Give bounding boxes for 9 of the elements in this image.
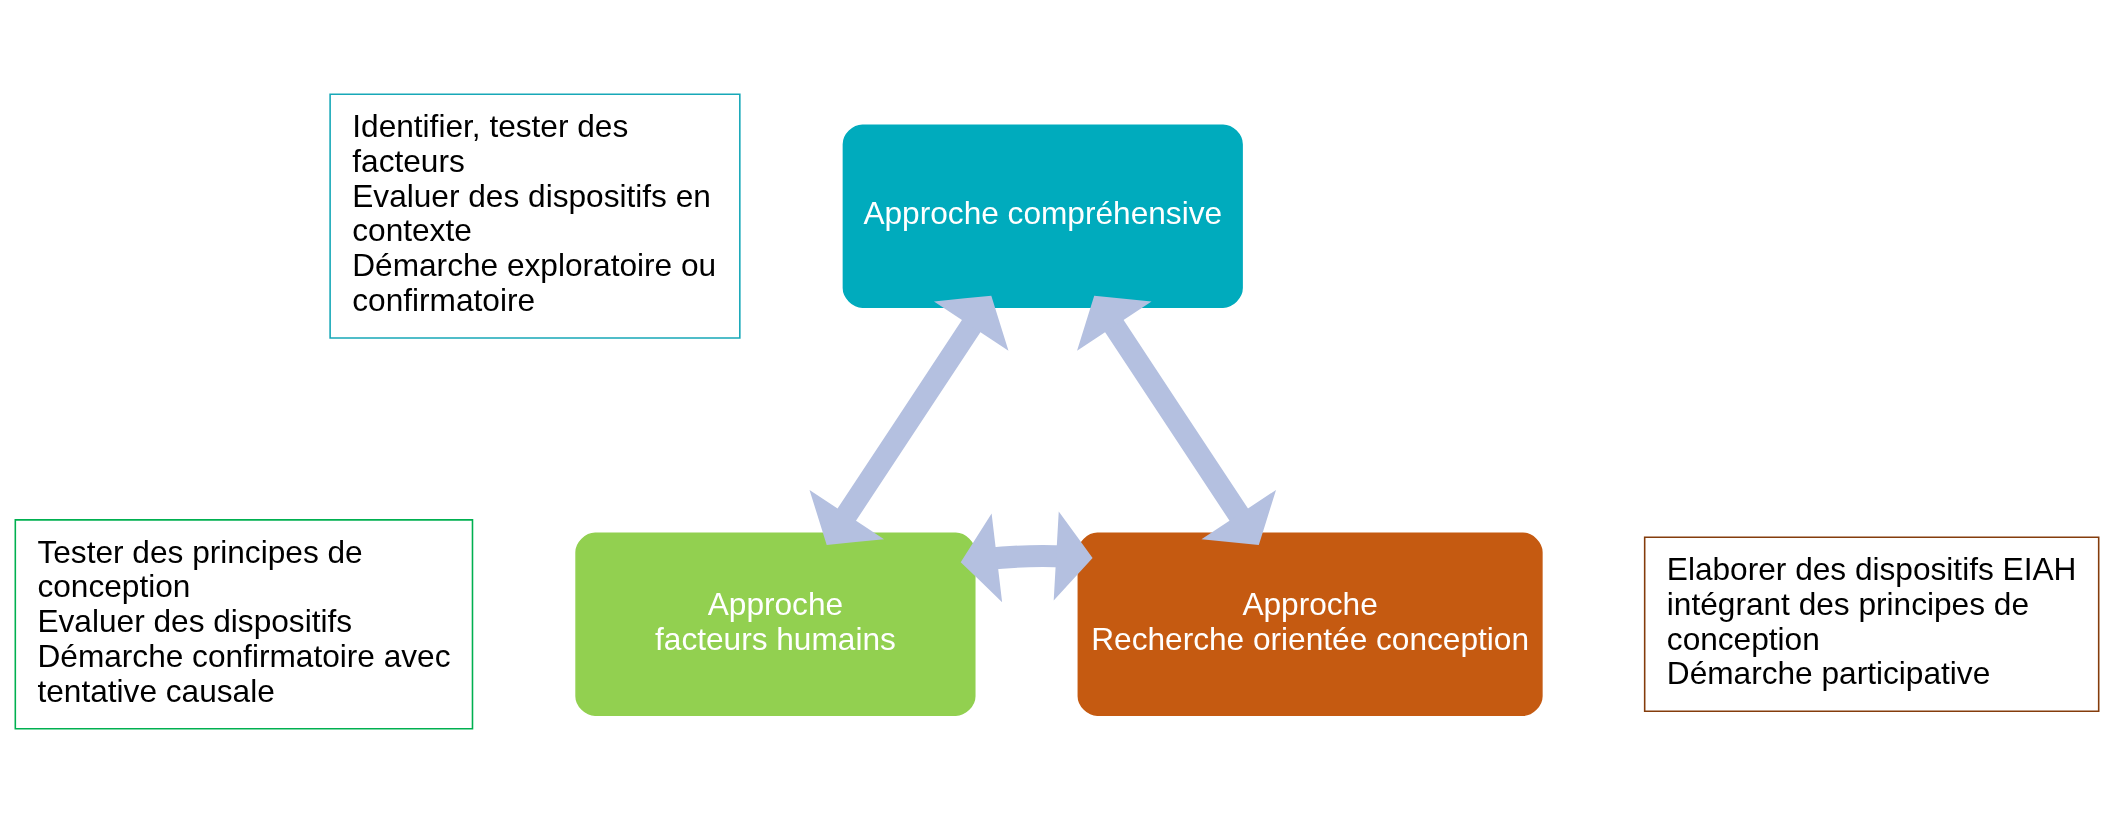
node-box: Approche facteurs humains [575,532,976,716]
arrow [809,295,1009,545]
arrow [960,511,1093,603]
node-box: Elaborer des dispositifs EIAH intégrant des principes de conception Démarche participative [1643,536,2100,713]
node-box: Tester des principes de conception Evaluer des dispositifs Démarche confirmatoire avec tentative causale [14,519,474,730]
node-box: Approche Recherche orientée conception [1077,532,1543,716]
node-box: Identifier, tester des facteurs Evaluer des dispositifs en contexte Démarche exploratoire ou confirmatoire [329,93,741,339]
node-box: Approche compréhensive [842,124,1243,308]
arrow [1077,295,1276,545]
